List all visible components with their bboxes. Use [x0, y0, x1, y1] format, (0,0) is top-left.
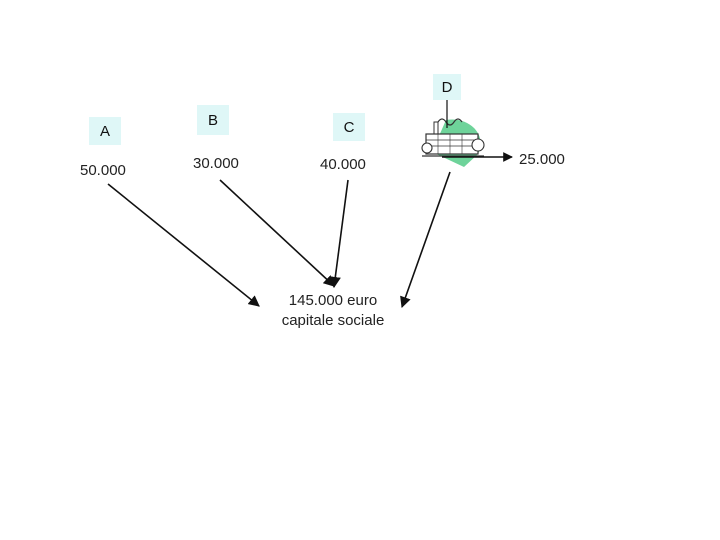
arrow-b-to-capital — [219, 179, 335, 287]
partner-c-label: C — [333, 113, 365, 141]
arrow-a-to-capital — [107, 183, 260, 307]
partner-d-amount: 25.000 — [519, 151, 565, 168]
partner-b-label: B — [197, 105, 229, 135]
capital-total: 145.000 euro capitale sociale — [268, 291, 398, 331]
capital-caption: capitale sociale — [281, 312, 385, 329]
partner-c-amount: 40.000 — [320, 156, 366, 173]
partner-a-amount: 50.000 — [80, 162, 126, 179]
partner-b-amount: 30.000 — [193, 155, 239, 172]
factory-icon — [421, 118, 485, 167]
arrow-c-to-capital — [329, 179, 349, 289]
arrow-d-to-capital — [400, 171, 451, 309]
capital-amount: 145.000 euro — [288, 292, 378, 309]
partner-d-label: D — [433, 74, 461, 100]
partner-a-label: A — [89, 117, 121, 145]
